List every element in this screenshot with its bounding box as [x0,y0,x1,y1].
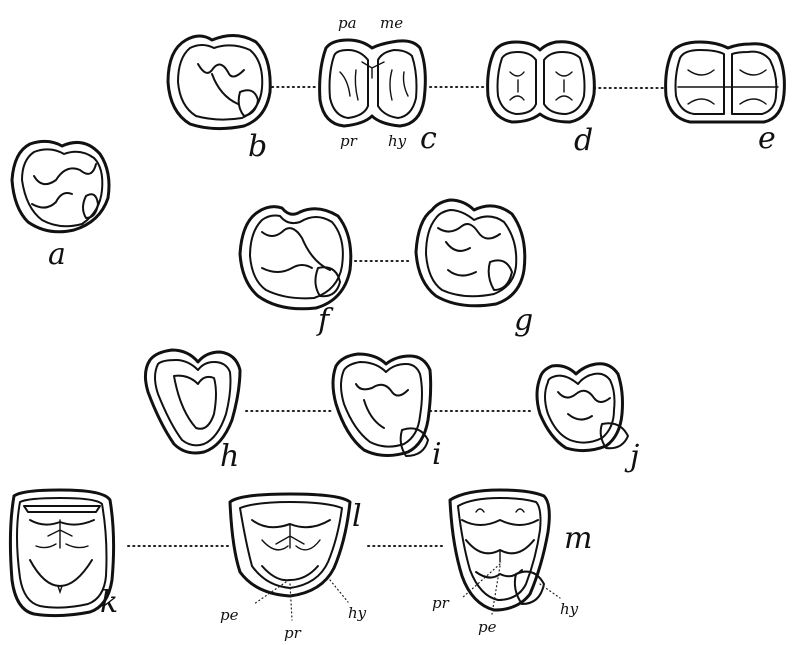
tooth-b [168,35,270,128]
label-a: a [48,237,66,272]
tooth-i [333,354,431,456]
cusp-label-m-pe: pe [478,618,497,636]
label-b: b [248,129,267,164]
cusp-label-c-me: me [380,14,403,32]
tooth-f [240,207,351,309]
cusp-label-m-hy: hy [560,600,579,618]
tooth-g [416,200,525,306]
label-e: e [758,121,776,156]
tooth-m [450,490,549,610]
label-j: j [624,439,639,474]
leader-lines [254,564,560,620]
tooth-d [488,42,595,122]
cusp-label-l-pr: pr [284,624,302,642]
tooth-k [10,490,113,616]
label-h: h [220,439,239,474]
tooth-h [145,350,240,453]
label-i: i [432,437,442,472]
cusp-label-l-pe: pe [220,606,239,624]
cusp-label-c-pr: pr [340,132,358,150]
tooth-c [320,40,426,126]
label-c: c [420,121,437,156]
cusp-label-l-hy: hy [348,604,367,622]
label-f: f [316,303,334,338]
cusp-label-c-pa: pa [338,14,357,32]
label-k: k [100,585,118,620]
tooth-j [537,364,628,451]
cusp-label-m-pr: pr [432,594,450,612]
label-m: m [564,521,592,556]
tooth-l [230,494,350,596]
tooth-e [666,42,785,122]
cusp-label-c-hy: hy [388,132,407,150]
label-g: g [514,303,533,338]
label-l: l [352,499,362,534]
label-d: d [574,123,593,158]
tooth-a [12,141,109,231]
